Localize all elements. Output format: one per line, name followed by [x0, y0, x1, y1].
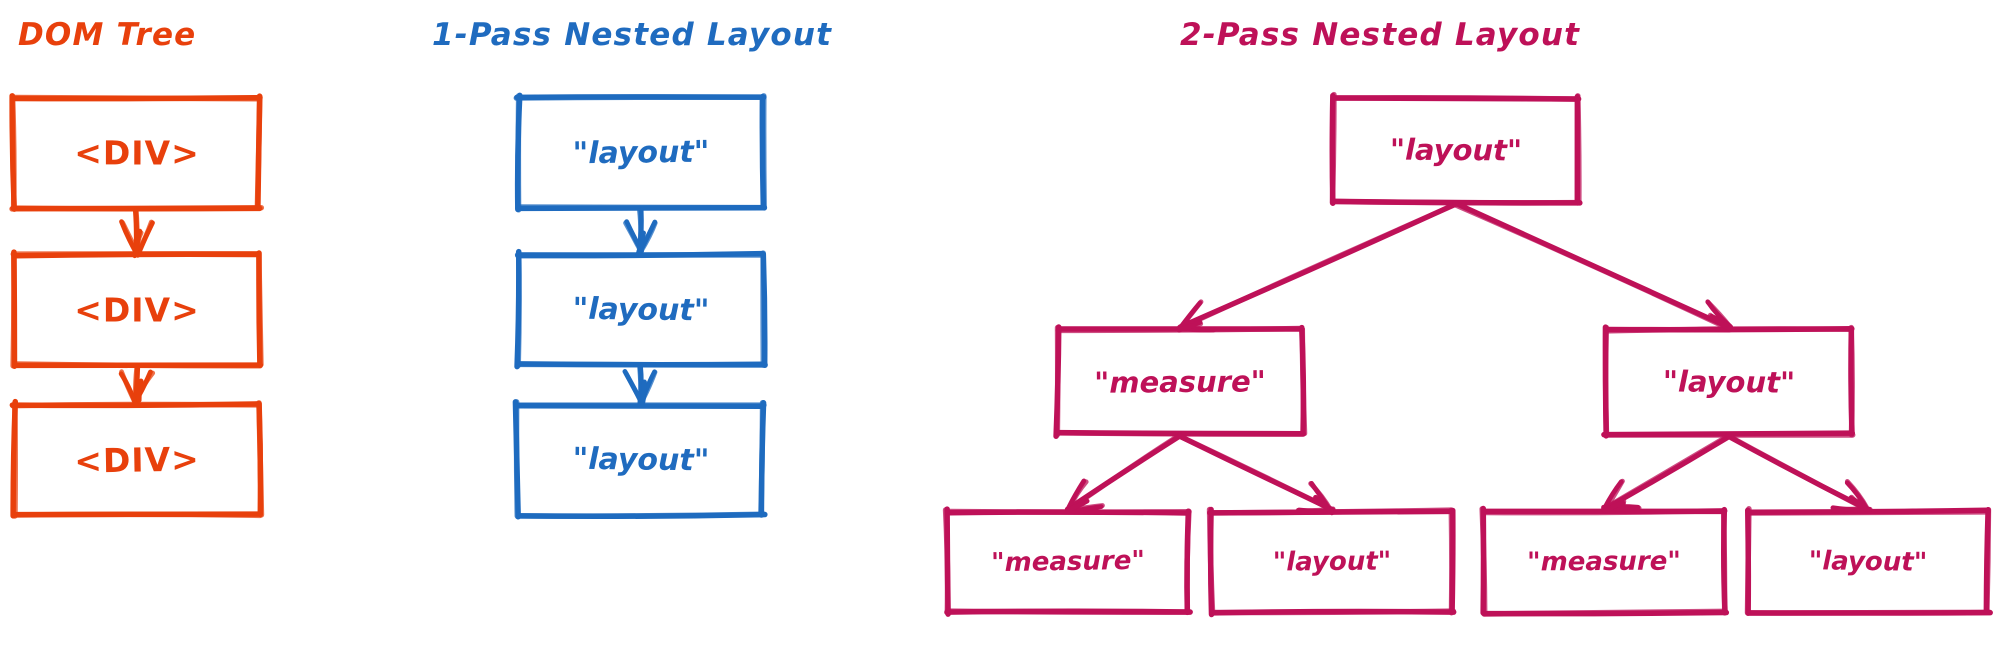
- column-title-two-pass-nested-layout: 2-Pass Nested Layout: [1180, 17, 1581, 53]
- arrow-pink-root-to-pink-mid-right-head: [1691, 326, 1733, 332]
- node-box-blue-node-2-edge: [515, 249, 522, 369]
- node-box-pink-leaf-3-edge: [1481, 608, 1729, 617]
- arrow-pink-mid-left-to-pink-leaf-2-head: [1313, 495, 1334, 514]
- arrow-blue-node-1-to-blue-node-2-head: [635, 230, 646, 257]
- node-box-dom-node-1-edge: [10, 94, 262, 102]
- node-box-pink-leaf-4-edge: [1984, 506, 1992, 615]
- arrow-pink-mid-right-to-pink-leaf-3-head: [1602, 498, 1627, 514]
- node-box-pink-leaf-1-edge: [1184, 508, 1192, 616]
- node-box-pink-leaf-2-edge: [1210, 608, 1457, 616]
- node-box-pink-root-edge: [1331, 94, 1581, 102]
- arrow-pink-root-to-pink-mid-left-head: [1177, 321, 1204, 332]
- node-box-blue-node-2-edge: [514, 361, 768, 368]
- node-box-dom-node-2-edge: [256, 251, 264, 368]
- column-title-one-pass-nested-layout: 1-Pass Nested Layout: [432, 17, 833, 53]
- node-box-pink-root-edge: [1329, 91, 1337, 206]
- column-title-dom-tree: DOM Tree: [18, 17, 197, 53]
- node-box-pink-leaf-4-edge: [1746, 509, 1991, 516]
- arrow-pink-mid-right-to-pink-leaf-4-shaft: [1725, 432, 1871, 513]
- arrow-dom-node-1-to-dom-node-2-head: [134, 230, 144, 257]
- node-box-pink-leaf-4-edge: [1744, 506, 1752, 616]
- node-box-pink-root-edge: [1575, 93, 1582, 205]
- node-box-pink-mid-right-edge: [1602, 324, 1610, 438]
- node-box-blue-node-1-edge: [515, 204, 768, 211]
- node-box-dom-node-2-edge: [10, 250, 17, 369]
- node-box-blue-node-3-edge: [517, 511, 767, 519]
- node-box-dom-node-3-edge: [10, 511, 263, 519]
- node-box-dom-node-1-edge: [254, 93, 263, 211]
- node-box-pink-leaf-1-edge: [942, 507, 951, 616]
- column-group-two-pass-nested-layout: [942, 91, 1993, 618]
- arrow-dom-node-2-to-dom-node-3-head: [135, 379, 142, 403]
- node-box-blue-node-3-edge: [758, 399, 766, 517]
- arrow-pink-root-to-pink-mid-left-shaft: [1176, 201, 1459, 332]
- node-box-pink-leaf-3-edge: [1479, 506, 1488, 617]
- arrow-pink-mid-left-to-pink-leaf-1-head: [1067, 497, 1089, 512]
- node-box-dom-node-3-edge: [256, 400, 265, 518]
- node-box-pink-leaf-1-edge: [944, 608, 1193, 615]
- node-box-pink-leaf-3-edge: [1720, 508, 1728, 616]
- arrow-pink-mid-left-to-pink-leaf-1-shaft: [1066, 432, 1183, 513]
- column-group-one-pass-nested-layout: [512, 92, 768, 520]
- arrow-pink-mid-right-to-pink-leaf-3-shaft: [1600, 433, 1731, 512]
- arrow-blue-node-2-to-blue-node-3-head: [639, 379, 647, 406]
- node-box-dom-node-1-edge: [9, 93, 17, 212]
- arrow-pink-root-to-pink-mid-right-head: [1707, 312, 1732, 331]
- node-box-pink-leaf-4-edge: [1745, 609, 1993, 616]
- node-box-pink-leaf-2-edge: [1206, 506, 1216, 616]
- node-box-blue-node-3-edge: [513, 399, 521, 519]
- arrow-pink-mid-right-to-pink-leaf-4-head: [1849, 494, 1870, 513]
- arrow-pink-mid-left-to-pink-leaf-2-shaft: [1177, 433, 1335, 513]
- column-group-dom-tree: [9, 93, 265, 519]
- node-box-pink-mid-right-edge: [1848, 324, 1855, 438]
- node-box-blue-node-1-edge: [513, 94, 767, 101]
- node-box-pink-mid-left-edge: [1299, 326, 1308, 437]
- arrow-dom-node-2-to-dom-node-3-head: [119, 369, 138, 407]
- arrow-pink-root-to-pink-mid-right-shaft: [1452, 202, 1731, 331]
